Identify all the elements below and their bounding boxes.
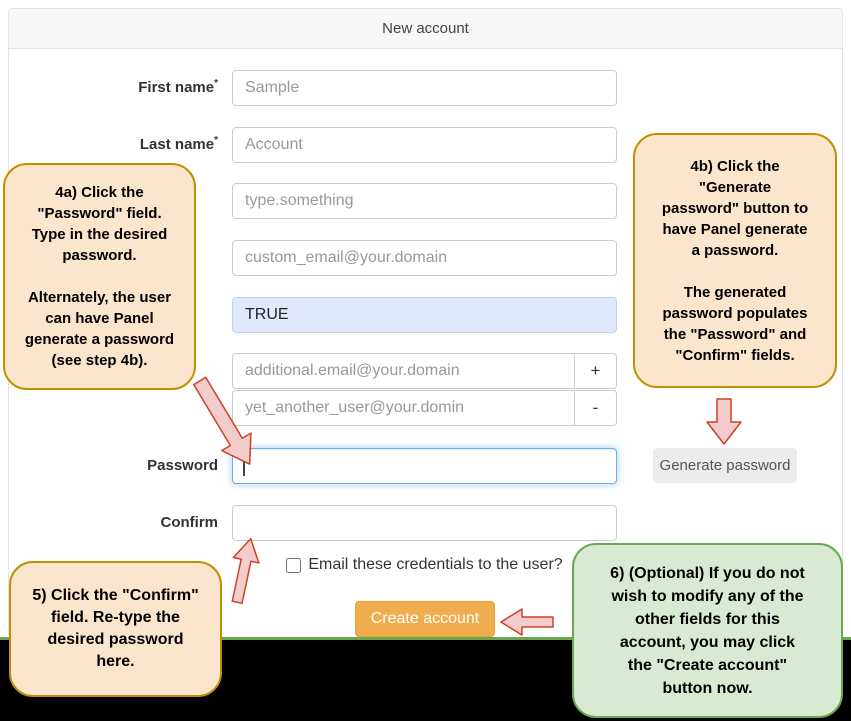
password-label: Password xyxy=(147,457,218,474)
callout-step-4a: 4a) Click the "Password" field. Type in … xyxy=(3,163,196,390)
first-name-input[interactable] xyxy=(232,70,617,106)
username-input[interactable] xyxy=(232,183,617,219)
required-asterisk: * xyxy=(214,78,218,89)
add-email-button[interactable]: + xyxy=(575,353,617,389)
panel-header: New account xyxy=(9,9,842,49)
required-asterisk: * xyxy=(214,135,218,146)
callout-step-5-text: 5) Click the "Confirm" field. Re-type th… xyxy=(32,587,199,670)
callout-step-6-text: 6) (Optional) If you do not wish to modi… xyxy=(610,564,805,697)
green-divider-line xyxy=(0,637,851,640)
callout-step-4b: 4b) Click the "Generate password" button… xyxy=(633,133,837,388)
page-title: New account xyxy=(382,20,469,37)
alt-email-1-input[interactable] xyxy=(232,353,575,389)
arrow-to-confirm-icon xyxy=(231,537,260,605)
create-account-button[interactable]: Create account xyxy=(355,601,495,637)
first-name-label: First name* xyxy=(138,78,218,96)
password-input[interactable] xyxy=(232,448,617,484)
arrow-to-generate-password-icon xyxy=(706,398,742,445)
generate-password-button[interactable]: Generate password xyxy=(653,448,797,483)
send-welcome-select[interactable]: TRUE xyxy=(232,297,617,333)
contact-email-input[interactable] xyxy=(232,240,617,276)
arrow-to-password-icon xyxy=(193,376,252,465)
callout-step-5: 5) Click the "Confirm" field. Re-type th… xyxy=(9,561,222,697)
first-name-label-text: First name xyxy=(138,79,215,96)
alt-email-2-group: - xyxy=(232,390,617,426)
confirm-label-text: Confirm xyxy=(160,514,219,531)
text-cursor xyxy=(243,455,245,476)
confirm-input[interactable] xyxy=(232,505,617,541)
last-name-label: Last name* xyxy=(140,135,218,153)
last-name-label-text: Last name xyxy=(139,136,215,153)
remove-email-button[interactable]: - xyxy=(575,390,617,426)
password-label-text: Password xyxy=(147,457,218,474)
callout-step-6: 6) (Optional) If you do not wish to modi… xyxy=(572,543,843,718)
alt-email-1-group: + xyxy=(232,353,617,389)
confirm-label: Confirm xyxy=(161,514,219,531)
password-field-wrap xyxy=(232,448,617,484)
callout-step-4a-text: 4a) Click the "Password" field. Type in … xyxy=(24,184,175,369)
email-credentials-row: Email these credentials to the user? xyxy=(232,556,617,574)
email-credentials-checkbox[interactable] xyxy=(286,557,302,573)
email-credentials-label: Email these credentials to the user? xyxy=(308,556,563,573)
callout-step-4b-text: 4b) Click the "Generate password" button… xyxy=(661,157,809,364)
alt-email-2-input[interactable] xyxy=(232,390,575,426)
arrow-to-create-account-icon xyxy=(500,608,554,636)
last-name-input[interactable] xyxy=(232,127,617,163)
